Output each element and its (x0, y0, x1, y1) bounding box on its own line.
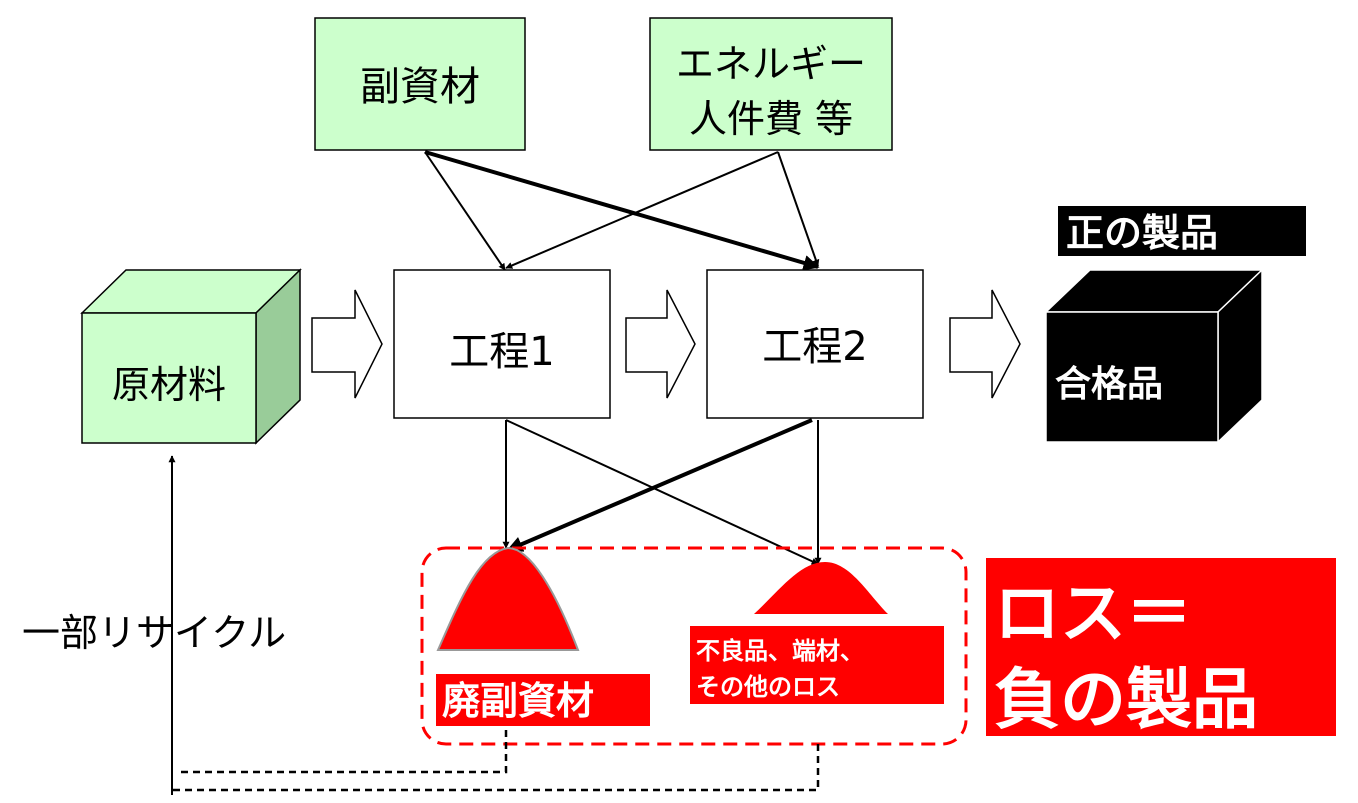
arrow-process1-to-defects (505, 419, 819, 565)
defects-pile (754, 562, 888, 614)
arrow-energy-to-process2 (777, 151, 820, 267)
raw-material-label: 原材料 (112, 363, 226, 407)
energy-label: エネルギー (676, 42, 866, 86)
recycle-line-waste (176, 730, 508, 774)
accepted-product-cube: 合格品 (1044, 268, 1264, 444)
block-arrow-2 (625, 289, 696, 399)
positive-product-label: 正の製品 (1066, 211, 1218, 255)
defects-tag: 不良品、端材、 その他のロス (690, 626, 944, 704)
loss-line1-label: ロス＝ (994, 575, 1192, 652)
arrow-sub-to-process2 (424, 150, 820, 271)
process1-label: 工程1 (449, 329, 554, 375)
partial-recycle-label: 一部リサイクル (22, 611, 286, 655)
output-arrows (502, 418, 822, 565)
waste-sub-material-tag: 廃副資材 (436, 674, 650, 726)
sub-material-box: 副資材 (314, 17, 526, 151)
arrow-energy-to-process1 (505, 151, 779, 269)
recycle-line-defects (168, 744, 820, 792)
loss-line2-label: 負の製品 (994, 661, 1258, 738)
process1-box: 工程1 (393, 269, 611, 419)
raw-material-cube: 原材料 (80, 268, 302, 445)
process2-label: 工程2 (762, 324, 867, 370)
loss-negative-product-tag: ロス＝ 負の製品 (986, 558, 1336, 738)
input-arrows (424, 150, 820, 271)
energy-labor-box: エネルギー 人件費 等 (649, 17, 893, 151)
arrow-process2-to-waste (506, 418, 813, 552)
waste-sub-material-label: 廃副資材 (442, 679, 594, 723)
recycle-lines (168, 455, 820, 795)
waste-pile (436, 546, 580, 651)
accepted-product-label: 合格品 (1055, 364, 1163, 405)
block-arrow-3 (949, 289, 1021, 399)
positive-product-tag: 正の製品 (1058, 206, 1306, 256)
defects-line2-label: その他のロス (696, 673, 840, 701)
arrow-sub-to-process1 (424, 151, 506, 271)
labor-cost-label: 人件費 等 (689, 97, 853, 141)
sub-material-label: 副資材 (360, 64, 480, 110)
defects-line1-label: 不良品、端材、 (696, 637, 864, 665)
process2-box: 工程2 (706, 269, 924, 419)
loss-group-outline (420, 546, 968, 746)
block-arrow-1 (311, 289, 383, 399)
